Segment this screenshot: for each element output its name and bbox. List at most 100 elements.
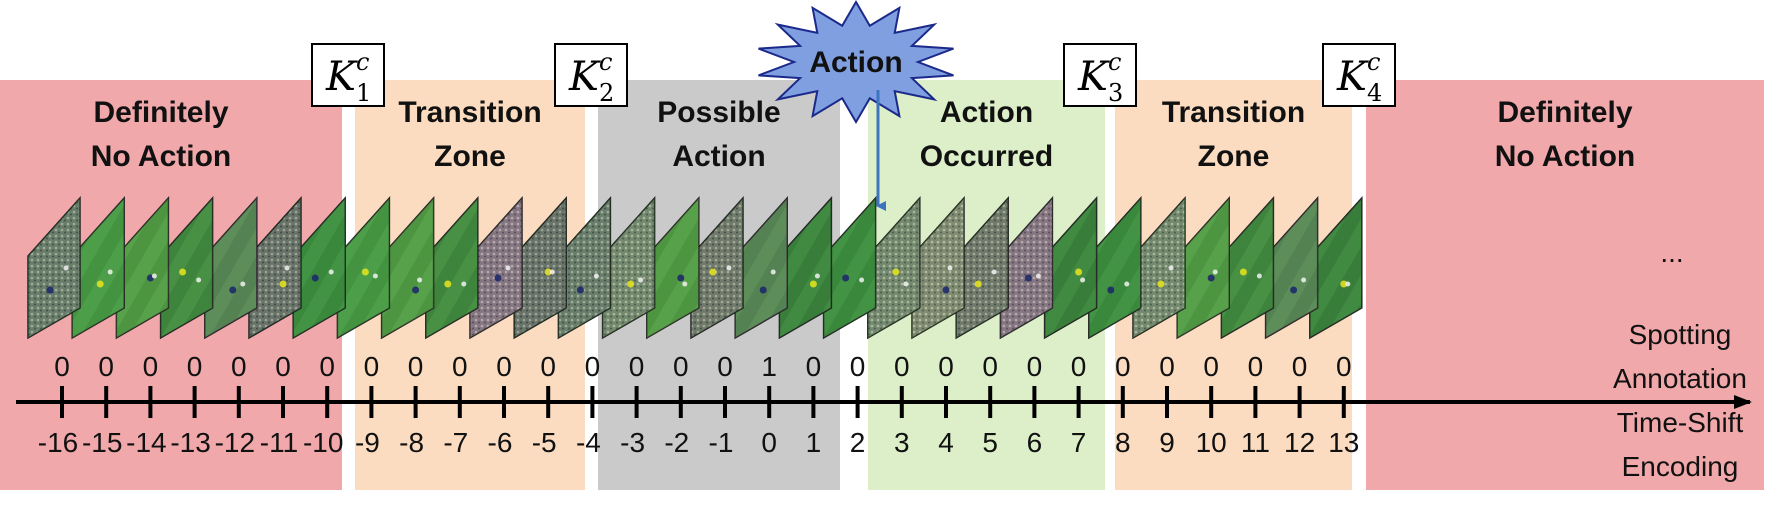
spotting-value: 0 <box>1203 351 1219 382</box>
video-frame <box>159 196 214 340</box>
time-shift-label: 10 <box>1196 427 1227 458</box>
spotting-value: 0 <box>54 351 70 382</box>
boundary-symbol: K <box>325 54 358 100</box>
time-shift-label: -1 <box>709 427 734 458</box>
spotting-value: 0 <box>673 351 689 382</box>
time-shift-label: -6 <box>488 427 513 458</box>
spotting-value: 0 <box>408 351 424 382</box>
spotting-value: 0 <box>98 351 114 382</box>
video-frame <box>646 196 700 340</box>
zone-label-transition-zone-left-2: Zone <box>434 140 506 173</box>
spotting-value: 0 <box>452 351 468 382</box>
spotting-value: 0 <box>717 351 733 382</box>
spotting-value: 0 <box>540 351 556 382</box>
boundary-superscript: c <box>599 48 612 76</box>
ellipsis: ... <box>1660 237 1683 268</box>
time-shift-label: -14 <box>126 427 166 458</box>
spotting-value: 0 <box>894 351 910 382</box>
spotting-value: 0 <box>1336 351 1352 382</box>
action-burst-label: Action <box>809 46 902 79</box>
time-shift-label: 1 <box>806 427 822 458</box>
zone-definitely-no-action-right <box>1366 80 1764 490</box>
spotting-value: 0 <box>496 351 512 382</box>
video-frame <box>27 196 81 340</box>
video-frame <box>425 196 479 340</box>
boundary-symbol: K <box>1077 54 1110 100</box>
boundary-symbol: K <box>1336 54 1369 100</box>
boundary-symbol: K <box>568 54 601 100</box>
time-shift-label: -5 <box>532 427 557 458</box>
zone-label-definitely-no-action-left-1: Definitely <box>93 96 228 129</box>
spotting-value: 1 <box>761 351 777 382</box>
time-shift-encoding-label-2: Encoding <box>1622 451 1739 482</box>
video-frame <box>557 196 612 340</box>
time-shift-label: -12 <box>215 427 255 458</box>
boundary-superscript: c <box>1108 48 1121 76</box>
zone-label-definitely-no-action-right-1: Definitely <box>1497 96 1632 129</box>
video-frame <box>204 196 258 340</box>
spotting-value: 0 <box>982 351 998 382</box>
time-shift-label: -9 <box>355 427 380 458</box>
video-frame <box>778 196 833 340</box>
time-shift-label: 0 <box>761 427 777 458</box>
zone-label-action-occurred-1: Action <box>940 96 1033 129</box>
spotting-value: 0 <box>1027 351 1043 382</box>
video-frame <box>248 196 302 340</box>
video-frame <box>380 196 435 340</box>
video-frame <box>336 196 391 340</box>
action-burst-layer: Action <box>758 0 954 211</box>
time-shift-label: 8 <box>1115 427 1131 458</box>
boundary-superscript: c <box>356 48 369 76</box>
video-frame <box>999 196 1054 340</box>
spotting-value: 0 <box>231 351 247 382</box>
zone-label-possible-action-1: Possible <box>657 96 780 129</box>
timeline-axis-layer: -160-150-140-130-120-110-100-90-80-70-60… <box>16 351 1752 458</box>
zone-label-possible-action-2: Action <box>672 140 765 173</box>
spotting-value: 0 <box>1115 351 1131 382</box>
spotting-value: 0 <box>585 351 601 382</box>
spotting-annotation-label-2: Annotation <box>1613 363 1747 394</box>
boundary-subscript: 1 <box>356 79 371 107</box>
spotting-value: 0 <box>938 351 954 382</box>
boundary-subscript: 4 <box>1367 79 1382 107</box>
video-frame <box>867 196 921 340</box>
time-shift-label: -3 <box>620 427 645 458</box>
spotting-value: 0 <box>319 351 335 382</box>
boundary-subscript: 2 <box>599 79 614 107</box>
time-shift-label: 6 <box>1027 427 1043 458</box>
boundary-superscript: c <box>1367 48 1380 76</box>
time-shift-label: -2 <box>664 427 689 458</box>
time-shift-label: -11 <box>260 427 298 458</box>
action-burst <box>758 0 954 124</box>
zone-label-definitely-no-action-left-2: No Action <box>91 140 232 173</box>
zone-label-definitely-no-action-right-2: No Action <box>1495 140 1636 173</box>
spotting-value: 0 <box>1292 351 1308 382</box>
time-shift-label: -15 <box>82 427 122 458</box>
spotting-value: 0 <box>850 351 866 382</box>
time-shift-label: 12 <box>1284 427 1315 458</box>
time-shift-label: 5 <box>982 427 998 458</box>
spotting-value: 0 <box>1248 351 1264 382</box>
boundary-subscript: 3 <box>1108 79 1123 107</box>
time-shift-label: -7 <box>443 427 468 458</box>
time-shift-label: 7 <box>1071 427 1087 458</box>
video-frames-layer <box>27 196 1363 340</box>
time-shift-label: 4 <box>938 427 954 458</box>
time-shift-label: -16 <box>38 427 78 458</box>
time-shift-label: 3 <box>894 427 910 458</box>
zone-label-transition-zone-right-1: Transition <box>1162 96 1305 129</box>
time-shift-label: -8 <box>399 427 424 458</box>
video-frame <box>292 196 346 340</box>
spotting-value: 0 <box>143 351 159 382</box>
time-shift-label: 9 <box>1159 427 1175 458</box>
spotting-value: 0 <box>629 351 645 382</box>
time-shift-label: 11 <box>1241 427 1270 458</box>
